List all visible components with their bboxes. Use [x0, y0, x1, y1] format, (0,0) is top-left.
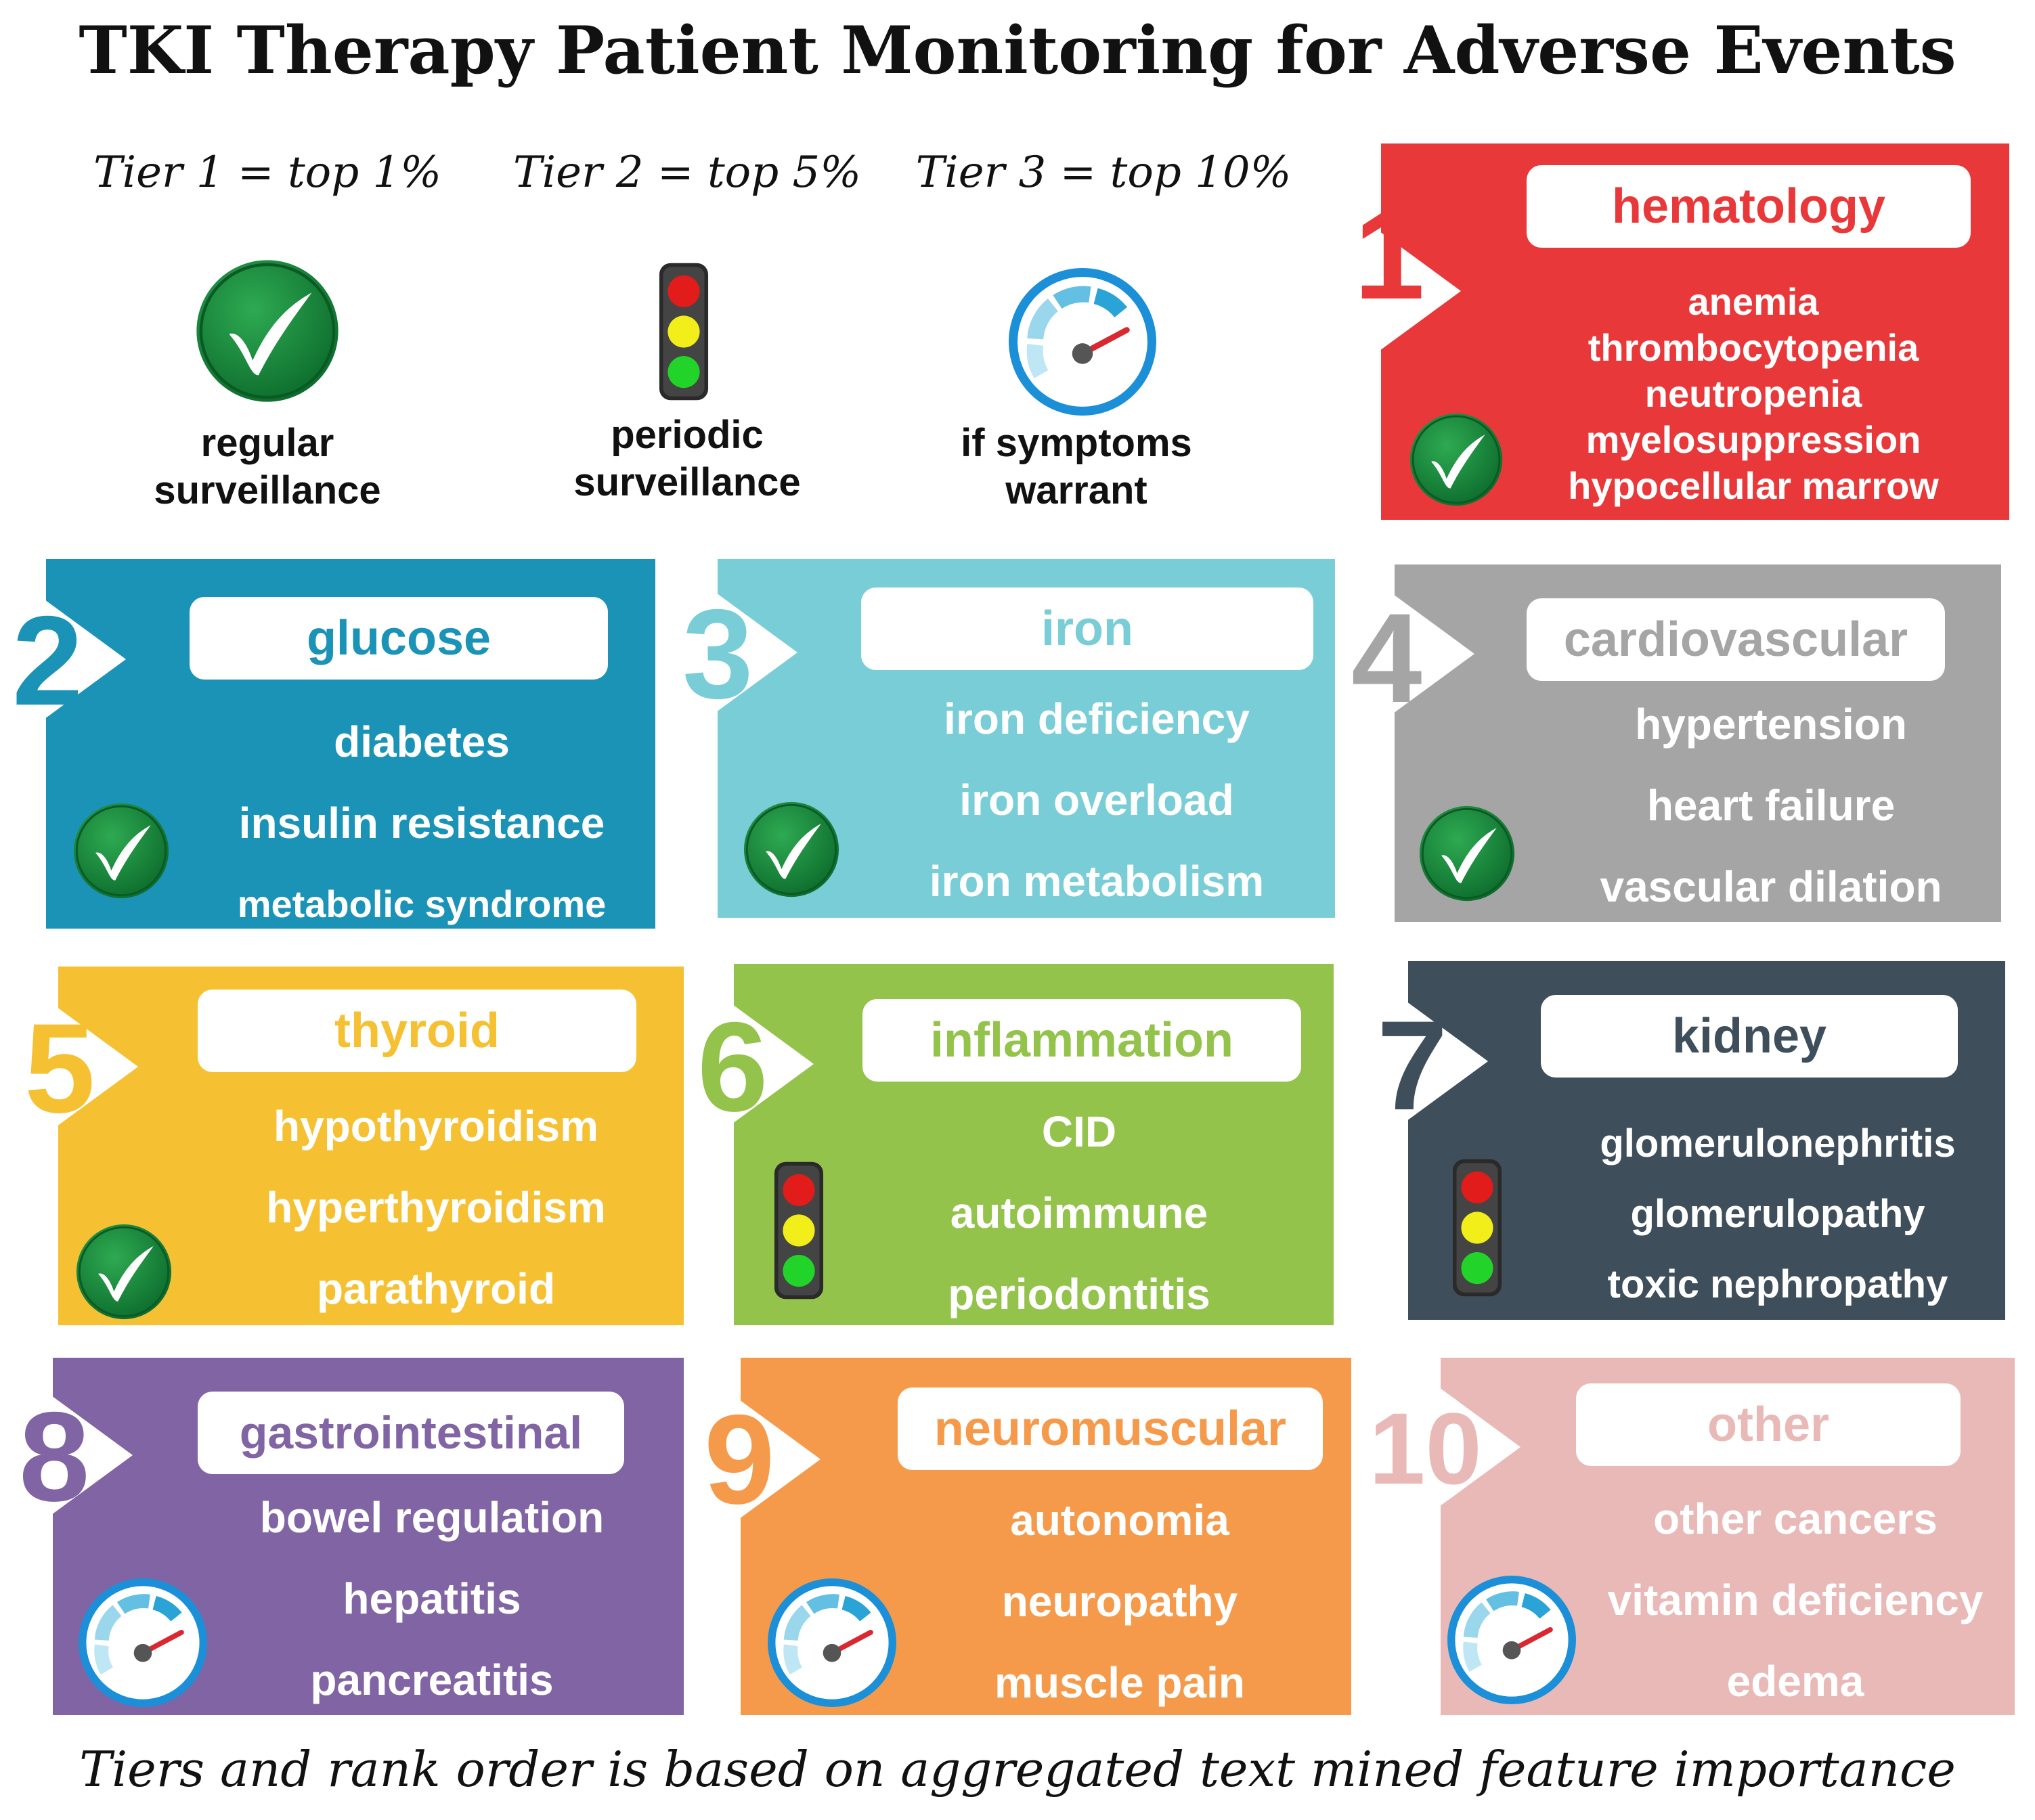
category-label: gastrointestinal: [198, 1392, 624, 1474]
rank-number: 8: [19, 1385, 90, 1528]
card-arrow: [1439, 1388, 1520, 1507]
category-label: glucose: [190, 597, 608, 680]
gauge-icon: [768, 1578, 896, 1707]
gauge-icon: [1009, 268, 1156, 416]
rank-number: 9: [704, 1388, 775, 1530]
card-arrow: [45, 600, 126, 719]
rank-number: 5: [24, 997, 95, 1139]
card-arrow: [1393, 594, 1474, 713]
card-arrow: [739, 1400, 820, 1519]
traffic-light-icon: [1445, 1157, 1510, 1298]
card-arrow: [57, 1007, 138, 1126]
rank-number: 4: [1351, 587, 1422, 729]
card-arrow: [1407, 1002, 1488, 1121]
check-icon: [1408, 412, 1504, 508]
rank-number: 3: [682, 583, 753, 725]
card-arrow: [1380, 231, 1461, 351]
category-label: thyroid: [198, 990, 636, 1072]
rank-number: 10: [1369, 1392, 1482, 1505]
traffic-light-icon: [766, 1160, 831, 1301]
check-icon: [742, 800, 841, 899]
tier-1-label: Tier 1 = top 1%: [93, 148, 442, 198]
page-title: TKI Therapy Patient Monitoring for Adver…: [79, 12, 1956, 89]
category-label: kidney: [1541, 995, 1958, 1078]
category-label: neuromuscular: [898, 1388, 1323, 1470]
card-arrow: [51, 1396, 133, 1515]
tier-2-label: Tier 2 = top 5%: [512, 148, 862, 198]
category-label: inflammation: [862, 999, 1301, 1082]
category-label: other: [1576, 1383, 1961, 1466]
gauge-icon: [1447, 1576, 1576, 1704]
category-label: cardiovascular: [1527, 598, 1945, 681]
category-label: iron: [861, 587, 1313, 670]
check-icon: [72, 801, 171, 900]
gauge-icon: [79, 1578, 207, 1707]
traffic-light-icon: [651, 261, 716, 402]
category-label: hematology: [1527, 165, 1971, 248]
check-icon: [1418, 804, 1516, 903]
check-icon: [74, 1222, 173, 1321]
rank-number: 7: [1377, 994, 1448, 1136]
card-arrow: [732, 1004, 814, 1124]
rank-number: 1: [1354, 183, 1425, 326]
card-arrow: [716, 593, 797, 712]
tier-3-label: Tier 3 = top 10%: [915, 148, 1292, 198]
check-icon: [194, 257, 341, 405]
rank-number: 2: [12, 590, 83, 732]
rank-number: 6: [697, 996, 768, 1138]
footer-note: Tiers and rank order is based on aggrega…: [79, 1741, 1956, 1798]
